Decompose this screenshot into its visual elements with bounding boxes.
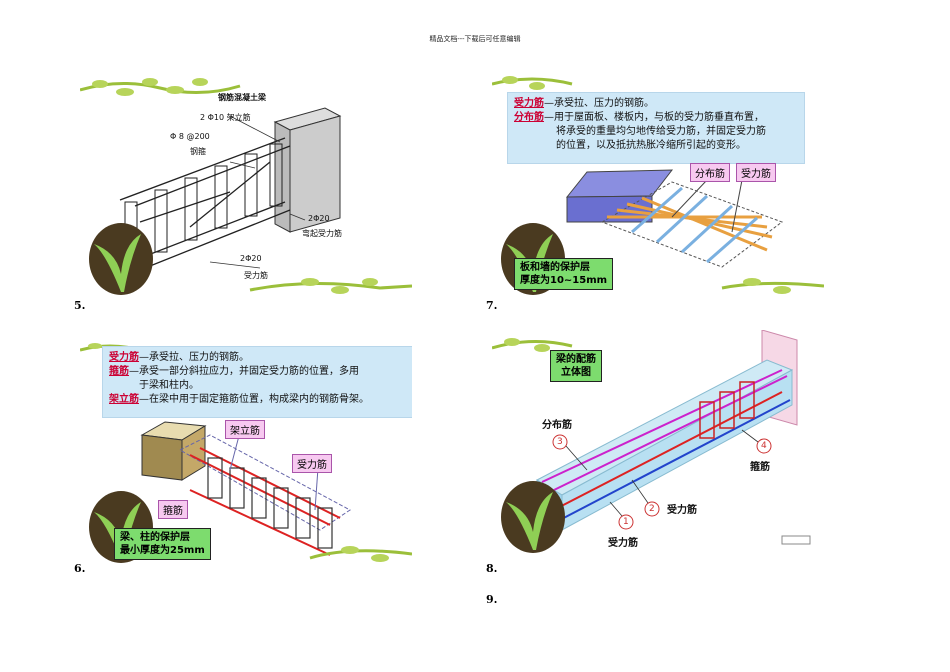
label-stirrup: 箍筋	[750, 462, 770, 473]
vine-decoration	[492, 76, 573, 90]
figure-8-panel: 梁的配筋立体图 分布筋 3 4 箍筋 2 受力筋 1 受力筋	[492, 330, 824, 558]
tag-main-bar: 受力筋	[736, 163, 776, 182]
label-bent-bar: 弯起受力筋	[302, 229, 342, 238]
rebar-definition-box: 受力筋—承受拉、压力的钢筋。 箍筋—承受一部分斜拉应力，并固定受力筋的位置，多用…	[102, 346, 412, 418]
vine-decoration	[249, 278, 412, 294]
tag-stirrup: 箍筋	[158, 500, 188, 519]
label-top-bar: 2 Φ10 架立筋	[200, 113, 251, 122]
figure-number: 6.	[74, 562, 86, 575]
tag-erection-bar: 架立筋	[225, 420, 265, 439]
figure-6-panel: 受力筋—承受拉、压力的钢筋。 箍筋—承受一部分斜拉应力，并固定受力筋的位置，多用…	[80, 340, 412, 568]
figure-number: 9.	[486, 593, 498, 606]
callout-1: 1	[623, 517, 629, 527]
label-bent-bar-size: 2Φ20	[308, 214, 330, 223]
label-distribution-bar: 分布筋	[542, 420, 572, 431]
figure-5-panel: 钢筋混凝土梁 2 Φ10 架立筋 Φ 8 @200 钢箍 2Φ20 弯起受力筋 …	[80, 72, 412, 300]
figure-number: 5.	[74, 299, 86, 312]
vine-decoration	[80, 78, 241, 96]
definition-line: 架立筋—在梁中用于固定箍筋位置，构成梁内的钢筋骨架。	[109, 394, 369, 405]
beam-title: 钢筋混凝土梁	[218, 93, 266, 102]
label-main-bar-size: 2Φ20	[240, 254, 262, 263]
tag-distribution-bar: 分布筋	[690, 163, 730, 182]
definition-line: 受力筋—承受拉、压力的钢筋。	[109, 352, 249, 363]
plant-decoration	[89, 223, 153, 295]
beam-3d-title: 梁的配筋立体图	[550, 350, 602, 382]
label-main-bar-1: 受力筋	[608, 538, 638, 549]
page-header: 精品文档---下载后可任意编辑	[429, 35, 521, 43]
beam-cage-drawing	[140, 421, 351, 556]
definition-line: 分布筋—用于屋面板、楼板内，与板的受力筋垂直布置，	[514, 112, 764, 123]
definition-line: 受力筋—承受拉、压力的钢筋。	[514, 98, 654, 109]
plant-decoration	[501, 481, 565, 553]
figure-7-panel: 受力筋—承受拉、压力的钢筋。 分布筋—用于屋面板、楼板内，与板的受力筋垂直布置，…	[492, 72, 824, 300]
tag-main-bar: 受力筋	[292, 454, 332, 473]
callout-3: 3	[557, 437, 563, 447]
label-main-bar-2: 受力筋	[667, 505, 697, 516]
callout-2: 2	[649, 504, 655, 514]
figure-number: 8.	[486, 562, 498, 575]
figure-number: 7.	[486, 299, 498, 312]
vine-decoration	[492, 338, 573, 352]
cover-thickness-note: 梁、柱的保护层最小厚度为25mm	[114, 528, 211, 560]
definition-line: 于梁和柱内。	[139, 380, 199, 391]
vine-decoration	[721, 278, 824, 294]
cover-thickness-note: 板和墙的保护层厚度为10~15mm	[514, 258, 614, 290]
vine-decoration	[309, 546, 412, 562]
definition-line: 将承受的重量均匀地传给受力筋，并固定受力筋	[556, 126, 766, 137]
label-stirrup-spacing: Φ 8 @200	[170, 132, 210, 141]
rebar-definition-box: 受力筋—承受拉、压力的钢筋。 分布筋—用于屋面板、楼板内，与板的受力筋垂直布置，…	[507, 92, 805, 164]
vine-decoration	[781, 535, 811, 545]
label-stirrup: 钢箍	[190, 147, 206, 156]
callout-4: 4	[761, 441, 767, 451]
definition-line: 的位置，以及抵抗热胀冷缩所引起的变形。	[556, 140, 746, 151]
slab-reinforcement-drawing	[565, 169, 784, 268]
label-main-bar: 受力筋	[244, 271, 268, 280]
definition-line: 箍筋—承受一部分斜拉应力，并固定受力筋的位置，多用	[109, 366, 359, 377]
